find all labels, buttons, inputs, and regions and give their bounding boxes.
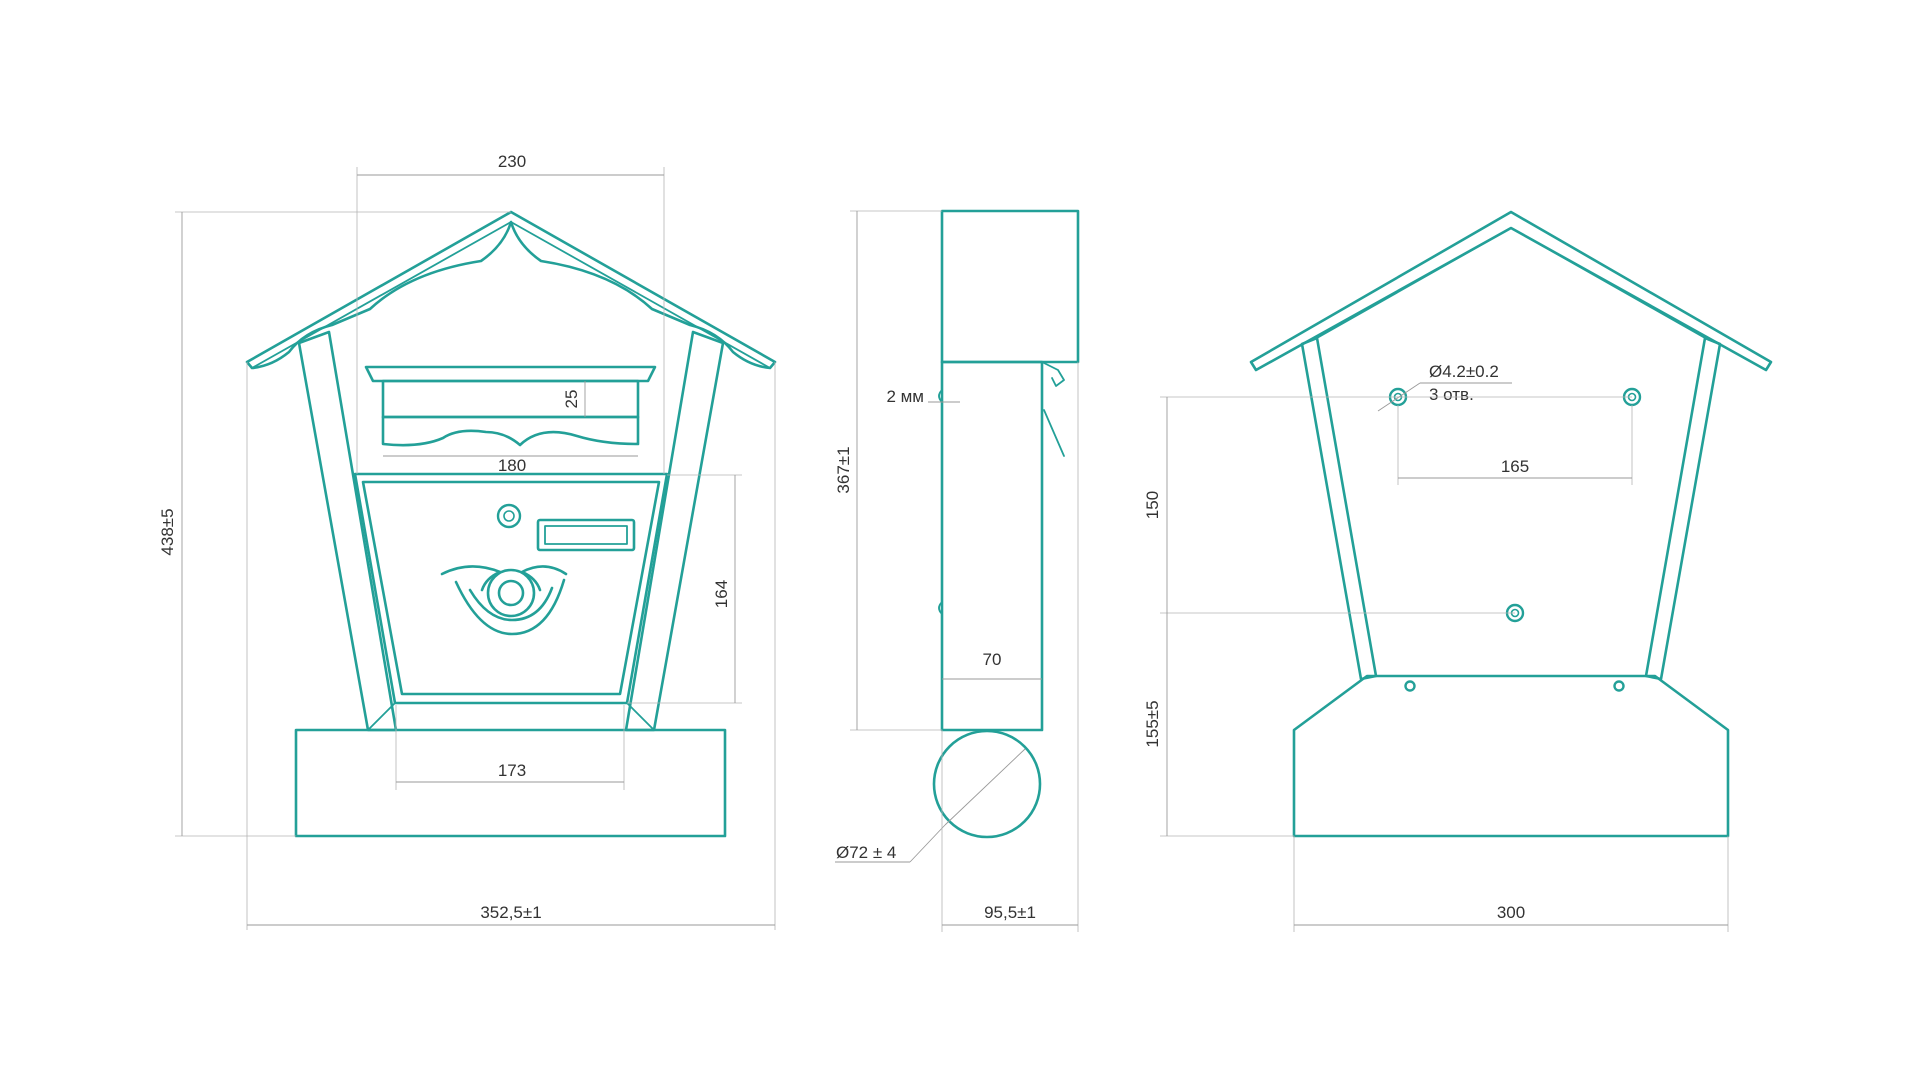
dim-hole-spacing: 165 bbox=[1501, 457, 1529, 476]
side-body bbox=[940, 360, 1044, 732]
back-right-post bbox=[1644, 336, 1722, 681]
dim-base-width: 300 bbox=[1497, 903, 1525, 922]
dim-wall-thickness: 2 мм bbox=[886, 387, 924, 406]
front-roof-ridge-right bbox=[510, 221, 771, 369]
dim-body-height: 367±1 bbox=[834, 446, 853, 493]
side-roof-block bbox=[940, 209, 1080, 364]
dim-overall-width: 352,5±1 bbox=[480, 903, 541, 922]
mail-slot-flap bbox=[381, 415, 640, 447]
dim-hole-count: 3 отв. bbox=[1429, 385, 1474, 404]
back-roof bbox=[1249, 210, 1773, 372]
dim-bottom-height: 155±5 bbox=[1143, 700, 1162, 747]
back-left-post bbox=[1300, 336, 1378, 681]
mail-slot bbox=[381, 379, 640, 419]
dim-top-width: 230 bbox=[498, 152, 526, 171]
side-hole-top bbox=[938, 389, 943, 403]
back-base-hole-left bbox=[1404, 680, 1416, 692]
side-hole-bottom bbox=[938, 601, 943, 615]
dim-slot-width: 180 bbox=[498, 456, 526, 475]
front-door bbox=[361, 480, 661, 696]
mail-slot-hood bbox=[364, 365, 657, 383]
front-roof bbox=[245, 210, 777, 370]
dim-door-bottom-width: 173 bbox=[498, 761, 526, 780]
front-roof-ridge-left bbox=[251, 221, 512, 369]
back-panel-top bbox=[1316, 227, 1706, 339]
dim-overall-height: 438±5 bbox=[158, 508, 177, 555]
dim-hole-diameter: Ø4.2±0.2 bbox=[1429, 362, 1499, 381]
post-horn-icon bbox=[440, 565, 568, 636]
back-base bbox=[1292, 674, 1730, 838]
front-left-post bbox=[297, 330, 398, 732]
side-dimensions: 2 мм 367±1 70 Ø72 ± 4 95,5±1 bbox=[834, 210, 1079, 932]
dim-overall-depth: 95,5±1 bbox=[984, 903, 1036, 922]
dim-slot-height: 25 bbox=[562, 390, 581, 409]
back-dimensions: Ø4.2±0.2 3 отв. 165 150 155±5 300 bbox=[1143, 362, 1729, 932]
side-hinge-hook bbox=[1043, 362, 1065, 387]
side-view bbox=[932, 209, 1080, 839]
front-dimensions: 230 25 180 164 173 438±5 352,5±1 bbox=[158, 152, 776, 930]
side-lid-line bbox=[1043, 409, 1065, 457]
front-right-post bbox=[624, 330, 725, 732]
back-base-hole-right bbox=[1613, 680, 1625, 692]
dim-hole-vertical: 150 bbox=[1143, 491, 1162, 519]
front-base bbox=[294, 728, 727, 838]
door-bottom-step bbox=[367, 702, 655, 731]
lock-icon bbox=[496, 503, 522, 529]
front-view bbox=[245, 210, 777, 838]
side-tube bbox=[932, 729, 1042, 839]
dim-tube-diameter: Ø72 ± 4 bbox=[836, 843, 896, 862]
name-plate-icon bbox=[536, 518, 636, 552]
dim-body-depth: 70 bbox=[983, 650, 1002, 669]
dim-door-height: 164 bbox=[712, 580, 731, 608]
back-view bbox=[1249, 210, 1773, 838]
